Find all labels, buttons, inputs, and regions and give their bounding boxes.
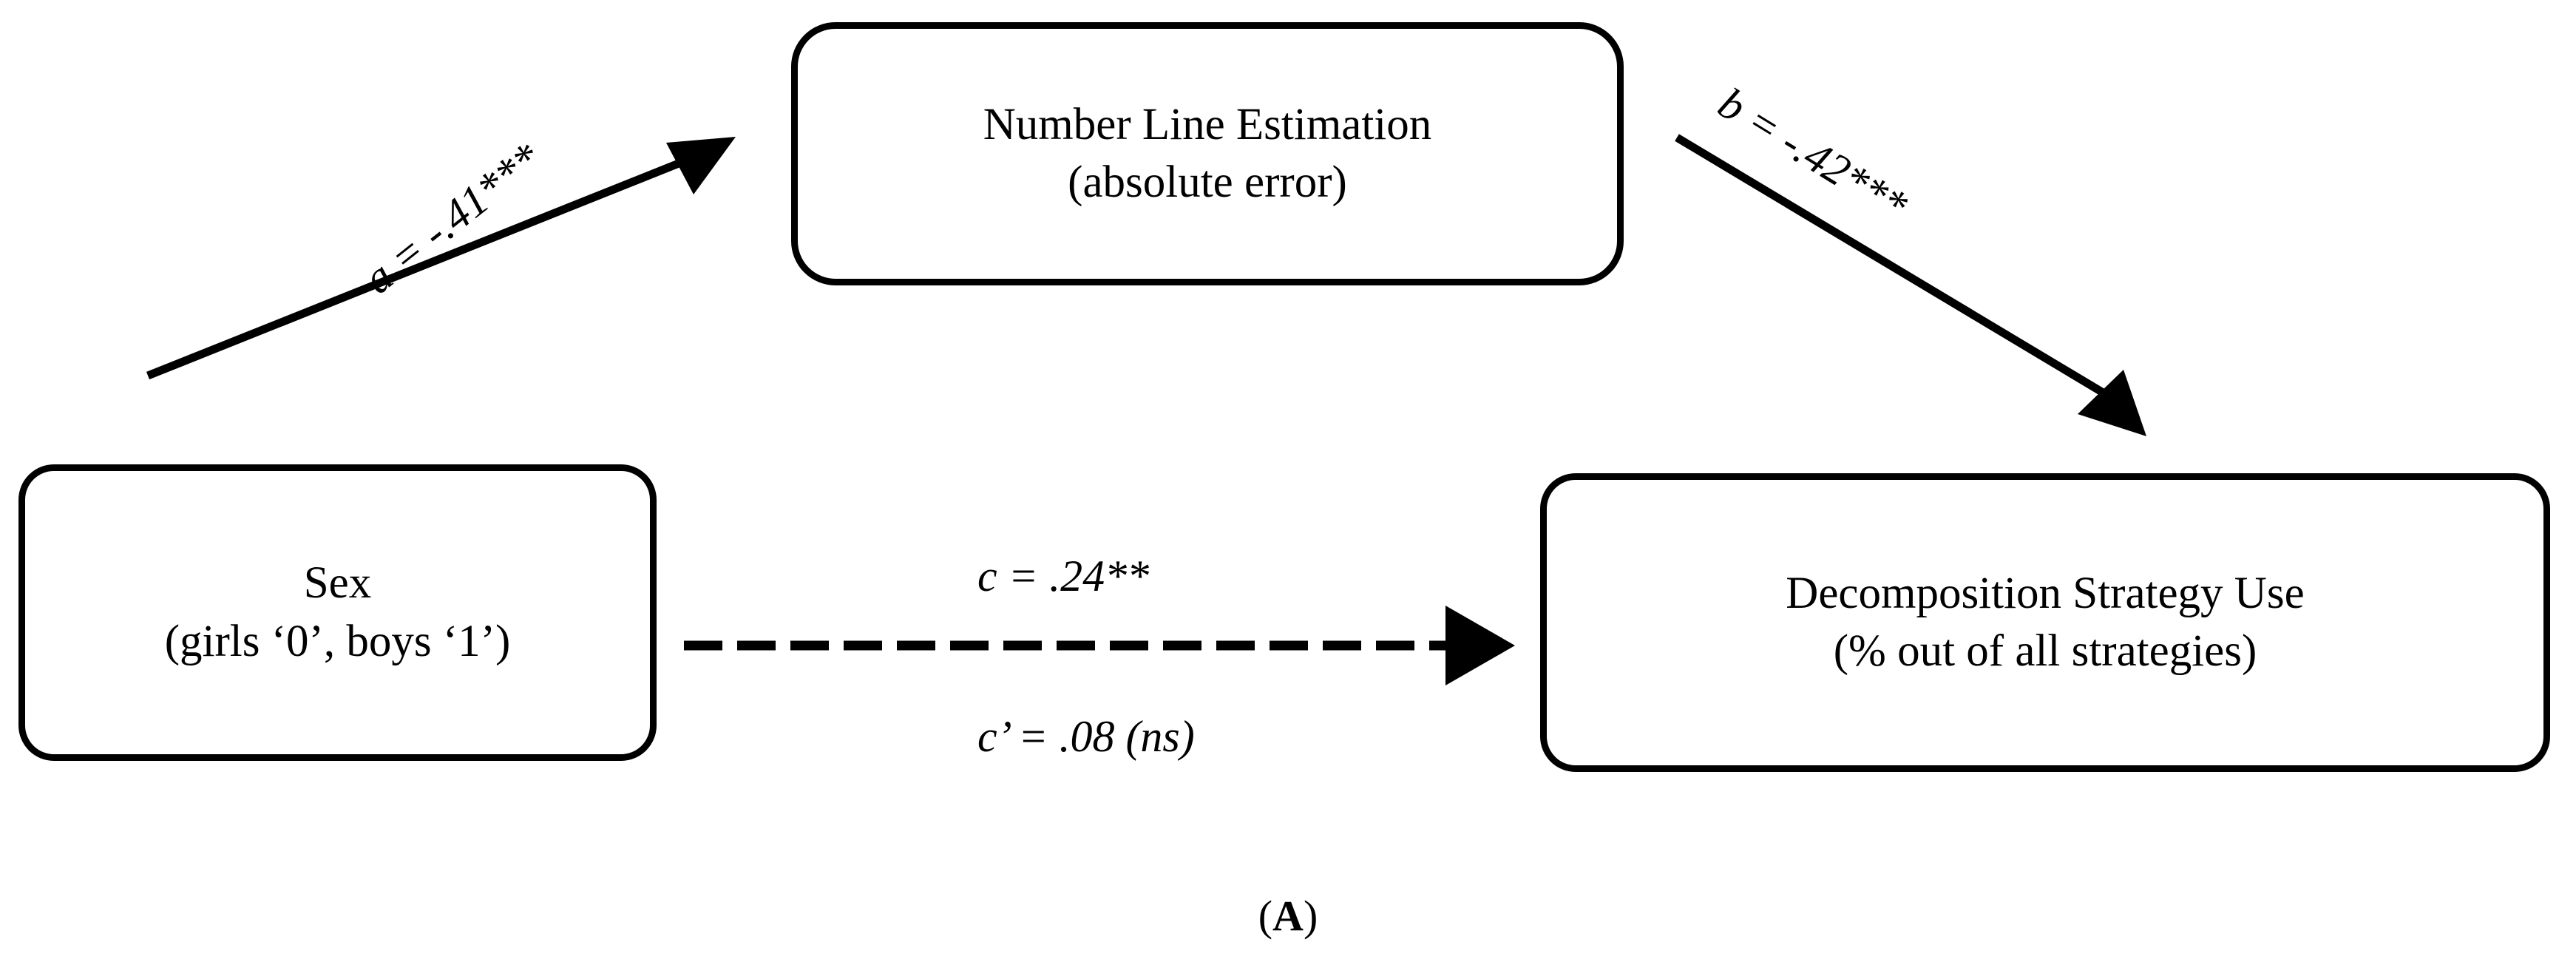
path-c-arrow	[684, 606, 1515, 685]
path-a-arrow	[146, 137, 736, 380]
node-outcome-line2: (% out of all strategies)	[1833, 626, 2257, 676]
panel-label-open-paren: (	[1258, 892, 1273, 940]
path-label-c-prime: c’ = .08 (ns)	[977, 712, 1195, 761]
node-number-line-estimation[interactable]: Number Line Estimation (absolute error)	[791, 22, 1624, 285]
panel-label-close-paren: )	[1303, 892, 1318, 940]
panel-label-letter: A	[1272, 892, 1304, 940]
node-decomposition-strategy-use[interactable]: Decomposition Strategy Use (% out of all…	[1540, 473, 2550, 772]
path-label-c: c = .24**	[977, 552, 1150, 600]
node-mediator-line1: Number Line Estimation	[983, 99, 1432, 149]
node-outcome-line1: Decomposition Strategy Use	[1786, 568, 2305, 618]
panel-label: (A)	[0, 891, 2576, 941]
node-predictor-line2: (girls ‘0’, boys ‘1’)	[164, 616, 511, 666]
path-b-arrow	[1675, 134, 2146, 436]
node-sex[interactable]: Sex (girls ‘0’, boys ‘1’)	[18, 464, 657, 761]
node-mediator-line2: (absolute error)	[1068, 157, 1347, 207]
node-predictor-line1: Sex	[303, 558, 372, 609]
